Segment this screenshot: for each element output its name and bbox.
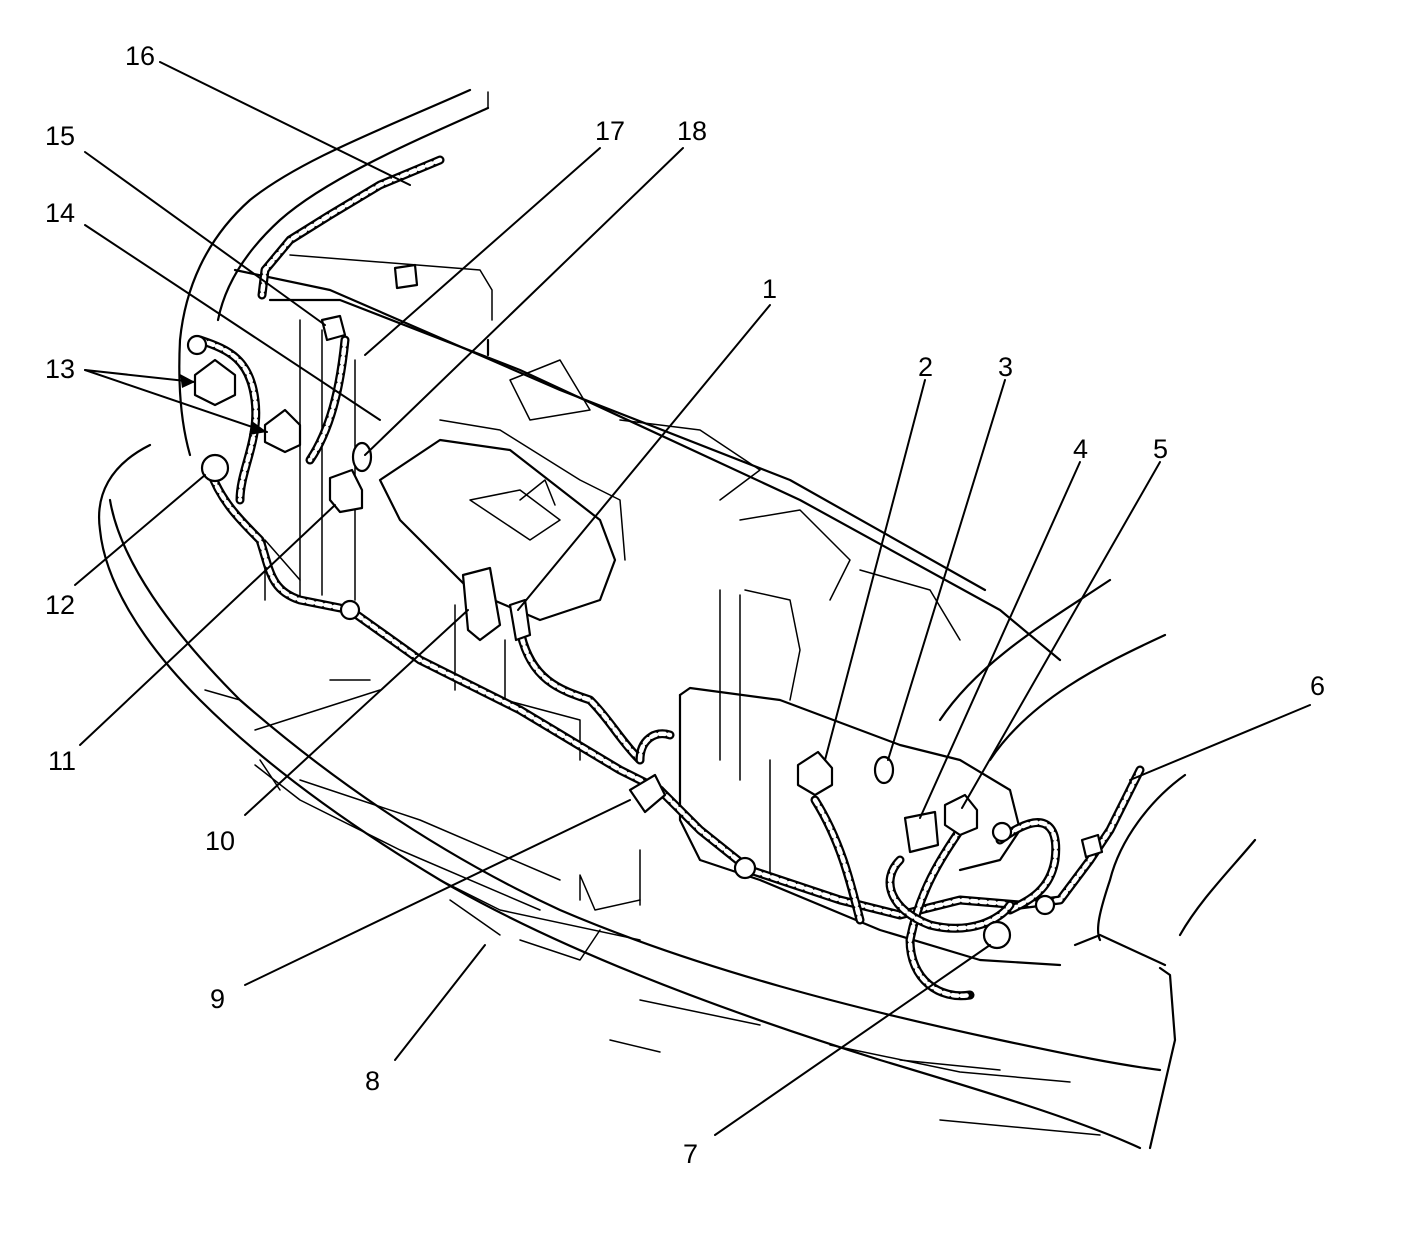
leader-3 bbox=[887, 379, 1006, 761]
leader-11 bbox=[79, 504, 336, 746]
grommet bbox=[339, 599, 361, 621]
leader-6 bbox=[1129, 704, 1311, 781]
connector-11 bbox=[328, 468, 364, 514]
ground-terminal-18 bbox=[351, 441, 373, 473]
callout-14: 14 bbox=[45, 198, 75, 228]
callout-7: 7 bbox=[683, 1139, 698, 1169]
leader-7 bbox=[714, 944, 991, 1136]
leader-14 bbox=[84, 224, 381, 421]
callout-9: 9 bbox=[210, 984, 225, 1014]
callout-11: 11 bbox=[48, 746, 76, 776]
connector-1 bbox=[508, 598, 532, 642]
harness-clip-6 bbox=[1080, 833, 1104, 859]
grommet bbox=[733, 856, 757, 880]
callout-labels: 1 2 3 4 5 6 7 8 9 10 11 12 13 14 15 16 1… bbox=[45, 41, 1325, 1169]
leader-16 bbox=[159, 61, 411, 186]
connector-upper-b bbox=[393, 263, 419, 290]
leader-5 bbox=[961, 461, 1161, 809]
right-fender bbox=[938, 578, 1257, 942]
coolant-reservoir bbox=[378, 419, 626, 622]
leader-4 bbox=[919, 461, 1081, 819]
leader-13a bbox=[84, 369, 196, 383]
leader-8 bbox=[394, 944, 486, 1061]
leader-17 bbox=[364, 147, 601, 356]
leader-1 bbox=[517, 304, 771, 611]
callout-17: 17 bbox=[595, 116, 625, 146]
connector-2 bbox=[796, 750, 834, 797]
callout-10: 10 bbox=[205, 826, 235, 856]
callout-12: 12 bbox=[45, 590, 75, 620]
connector-13a bbox=[193, 358, 237, 407]
callout-15: 15 bbox=[45, 121, 75, 151]
leader-18 bbox=[364, 147, 684, 456]
grommet bbox=[991, 821, 1013, 843]
callout-6: 6 bbox=[1310, 671, 1325, 701]
callout-3: 3 bbox=[998, 352, 1013, 382]
leader-15 bbox=[84, 151, 326, 326]
callout-5: 5 bbox=[1153, 434, 1168, 464]
headlamp-opening bbox=[678, 686, 1062, 967]
lamp-socket-9 bbox=[628, 773, 667, 814]
arrowhead-13a bbox=[180, 374, 195, 388]
callout-2: 2 bbox=[918, 352, 933, 382]
grommet bbox=[1034, 894, 1056, 916]
lamp-socket-12 bbox=[200, 453, 230, 483]
front-fascia bbox=[98, 443, 1177, 1150]
connector-4 bbox=[903, 810, 940, 854]
callout-1: 1 bbox=[762, 274, 777, 304]
leader-lines bbox=[74, 61, 1311, 1136]
connector-upper bbox=[320, 314, 347, 342]
module-10 bbox=[461, 566, 502, 642]
lamp-socket-7 bbox=[982, 920, 1012, 950]
connector-5 bbox=[943, 793, 979, 837]
callout-4: 4 bbox=[1073, 434, 1088, 464]
leader-10 bbox=[244, 609, 469, 816]
callout-8: 8 bbox=[365, 1066, 380, 1096]
ring-terminal-3 bbox=[873, 755, 895, 785]
hood-edge-outline bbox=[178, 88, 490, 457]
leader-13b bbox=[84, 369, 268, 433]
connector-13b bbox=[263, 408, 302, 454]
callout-13: 13 bbox=[45, 354, 75, 384]
wiring-harness bbox=[195, 155, 1145, 1001]
components bbox=[186, 263, 1104, 950]
leader-9 bbox=[244, 799, 631, 986]
callout-16: 16 bbox=[125, 41, 155, 71]
leader-2 bbox=[824, 379, 926, 761]
callout-18: 18 bbox=[677, 116, 707, 146]
arrowhead-13b bbox=[249, 421, 267, 435]
grommet bbox=[186, 334, 208, 356]
leader-12 bbox=[74, 474, 206, 586]
